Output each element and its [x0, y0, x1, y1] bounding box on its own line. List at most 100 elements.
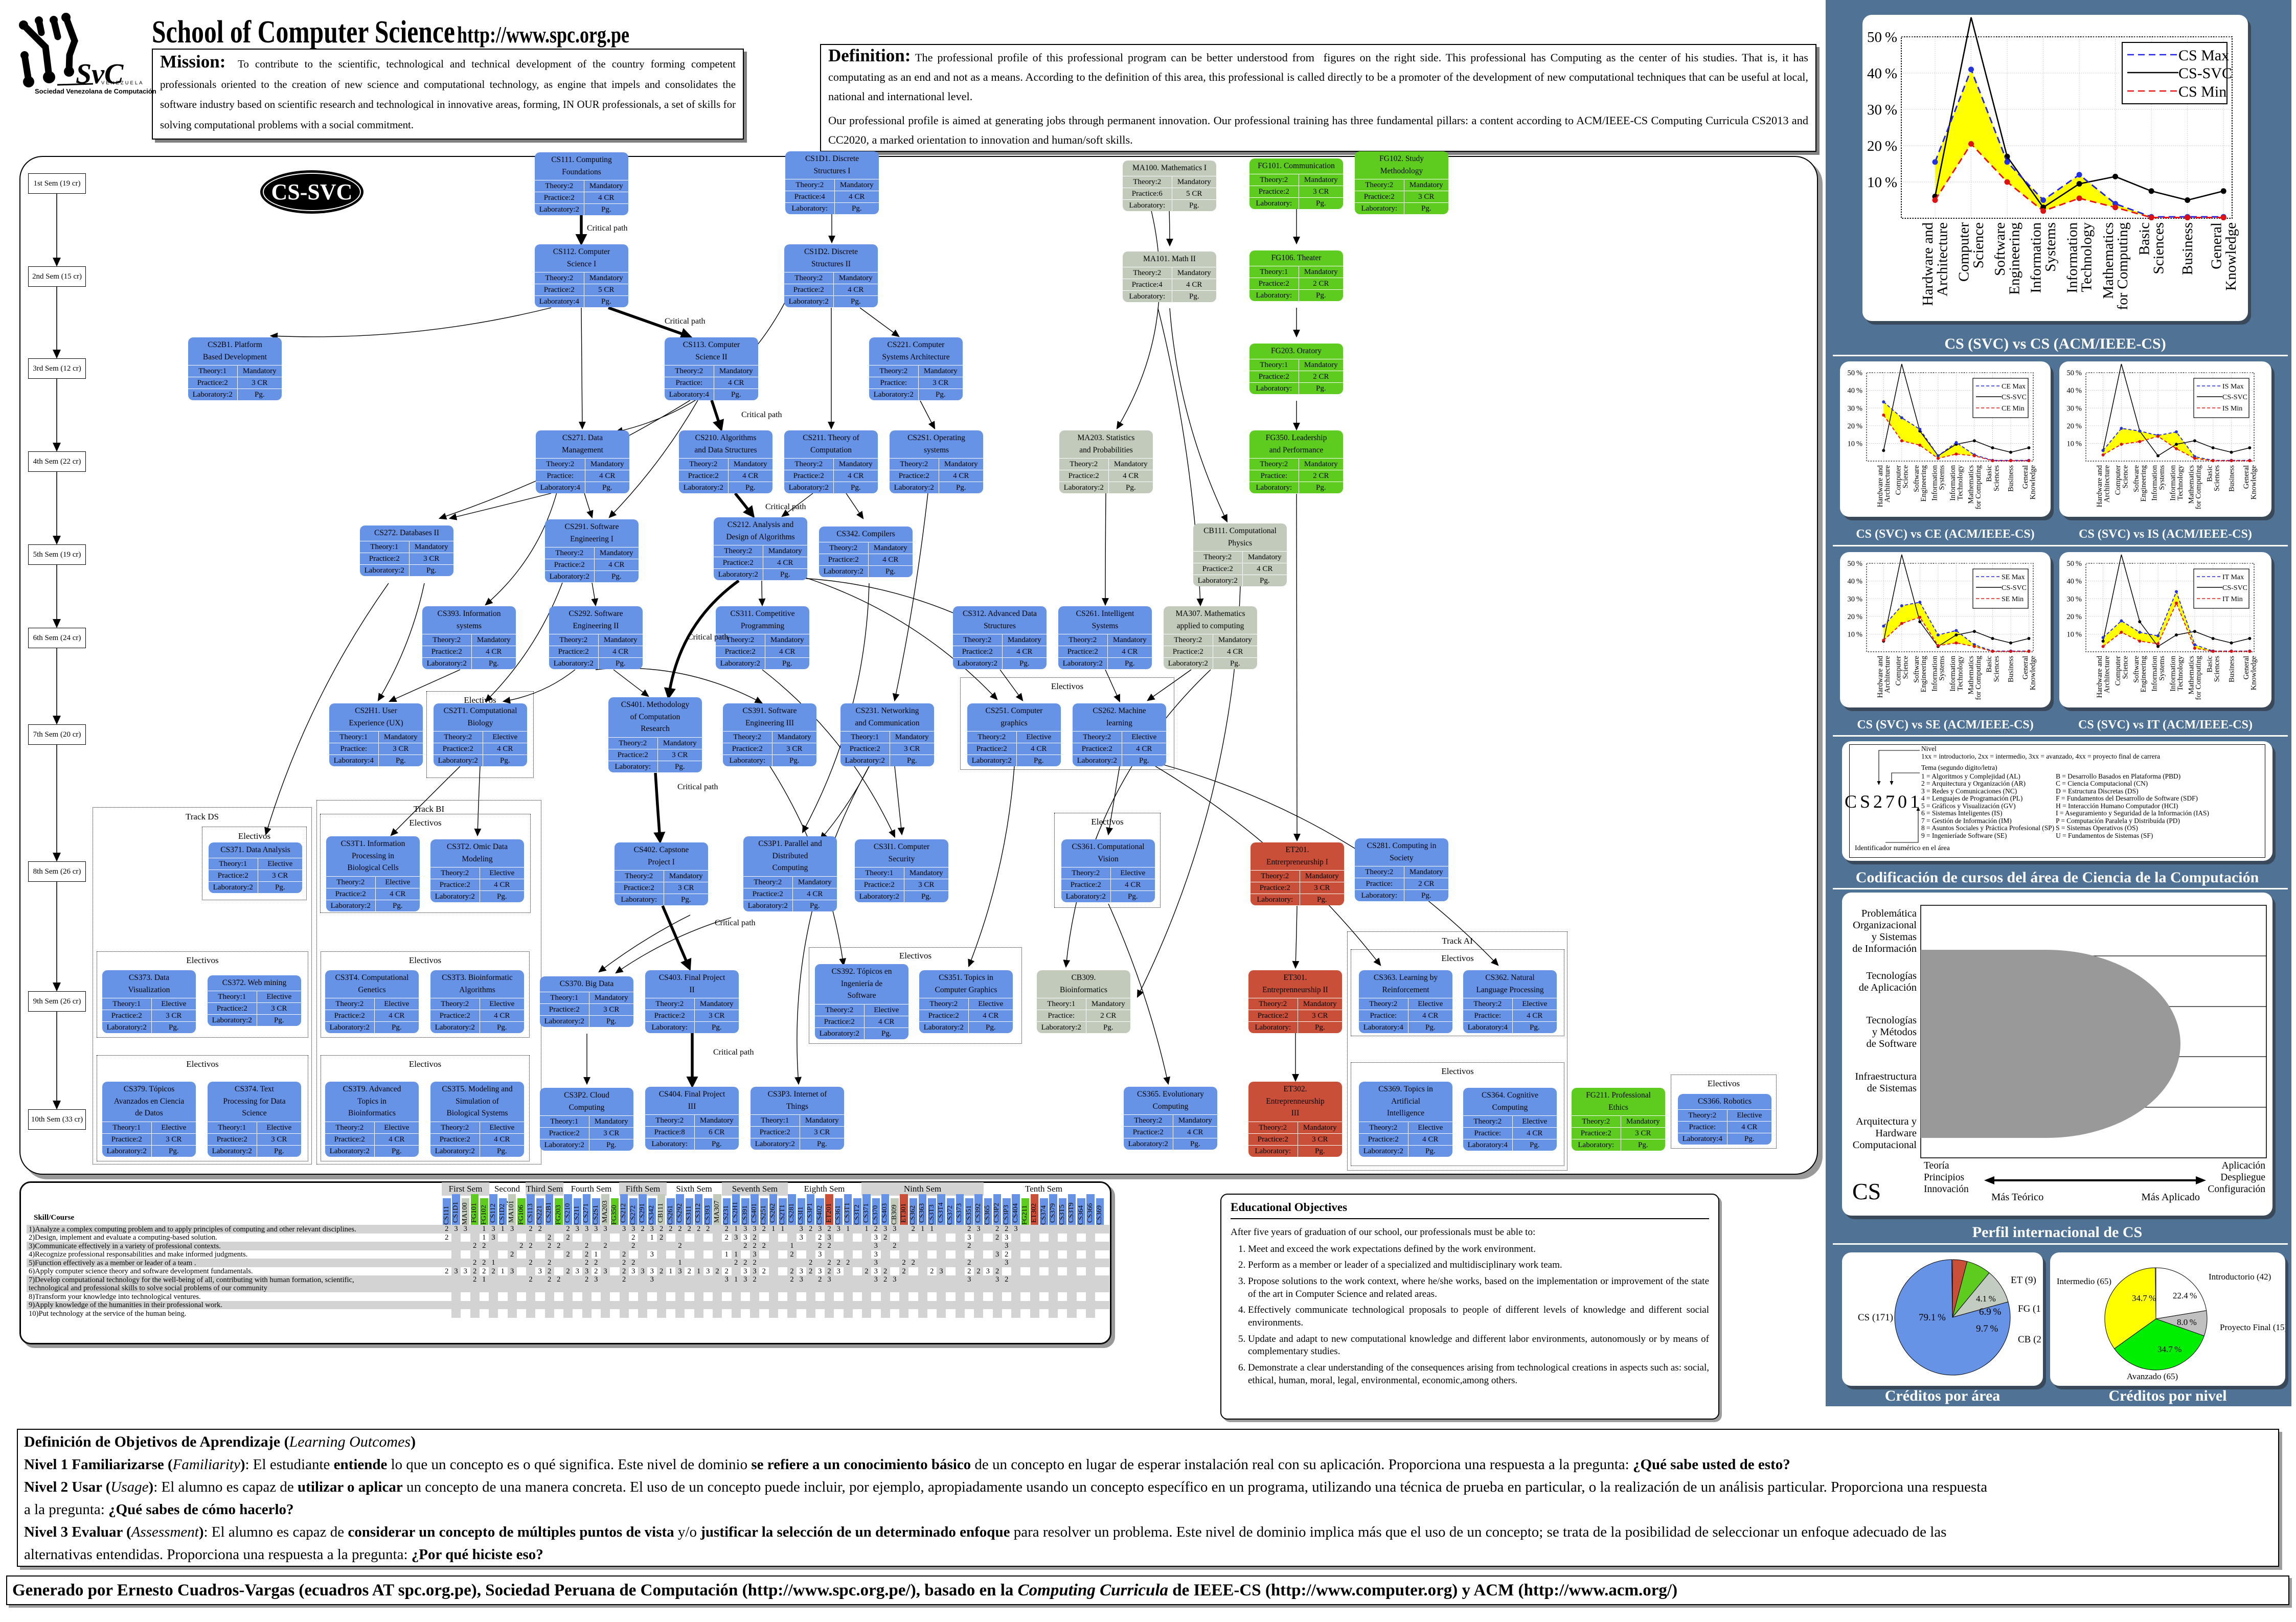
- svg-text:20 %: 20 %: [2067, 613, 2082, 621]
- svg-text:Information: Information: [1930, 465, 1939, 500]
- svg-text:40 %: 40 %: [2067, 387, 2082, 395]
- svg-text:Despliegue: Despliegue: [2220, 1172, 2265, 1183]
- svg-text:Basic: Basic: [2136, 222, 2152, 255]
- svg-text:Information: Information: [2169, 655, 2177, 691]
- svg-text:General: General: [2021, 465, 2030, 489]
- svg-text:Information: Information: [2151, 655, 2159, 691]
- svg-text:IT Max: IT Max: [2222, 574, 2244, 581]
- svg-text:de Software: de Software: [1867, 1038, 1917, 1049]
- svg-text:Business: Business: [2007, 656, 2015, 682]
- svg-text:IS Min: IS Min: [2222, 405, 2242, 413]
- svg-text:Science: Science: [1902, 465, 1910, 488]
- svg-text:Principios: Principios: [1924, 1172, 1964, 1183]
- svg-text:Mathematics: Mathematics: [2187, 656, 2195, 695]
- svg-text:CS Min: CS Min: [2178, 83, 2226, 100]
- svg-text:Architecture: Architecture: [1935, 222, 1951, 296]
- svg-text:20 %: 20 %: [1867, 138, 1897, 154]
- svg-text:Business: Business: [2007, 465, 2015, 492]
- svg-text:CS-SVC: CS-SVC: [2002, 584, 2027, 592]
- svg-text:20 %: 20 %: [1848, 422, 1862, 430]
- svg-text:Technology: Technology: [2079, 222, 2095, 292]
- svg-text:Sciences: Sciences: [2213, 465, 2221, 491]
- svg-text:ET (9): ET (9): [2011, 1275, 2036, 1286]
- svg-text:Knowledge: Knowledge: [2223, 222, 2239, 291]
- svg-text:CB (2: CB (2: [2018, 1334, 2041, 1345]
- svg-text:Computer: Computer: [2114, 656, 2122, 686]
- svg-text:Más Teórico: Más Teórico: [1991, 1192, 2043, 1203]
- svg-text:Hardware and: Hardware and: [2096, 465, 2104, 507]
- svg-text:CS: CS: [1852, 1178, 1881, 1204]
- svg-text:for Computing: for Computing: [2195, 465, 2203, 509]
- svg-text:General: General: [2242, 465, 2250, 489]
- svg-text:Software: Software: [1992, 222, 2008, 276]
- svg-text:Tecnologías: Tecnologías: [1866, 1015, 1917, 1026]
- svg-text:40 %: 40 %: [2067, 578, 2082, 586]
- svg-text:Hardware and: Hardware and: [1920, 222, 1936, 306]
- svg-text:CS-SVC: CS-SVC: [2222, 394, 2247, 401]
- svg-text:34.7 %: 34.7 %: [2132, 1293, 2156, 1303]
- svg-text:10 %: 10 %: [1867, 174, 1897, 191]
- svg-text:Mathematics: Mathematics: [1967, 465, 1975, 504]
- svg-text:Computer: Computer: [1956, 222, 1972, 282]
- svg-text:Technology: Technology: [1956, 655, 1964, 691]
- svg-text:Knowledge: Knowledge: [2249, 656, 2258, 690]
- svg-text:General: General: [2021, 656, 2030, 679]
- svg-text:Basic: Basic: [1985, 655, 1993, 672]
- svg-text:Engineering: Engineering: [1920, 655, 1928, 692]
- svg-text:Systems: Systems: [2158, 656, 2166, 681]
- svg-text:Engineering: Engineering: [2140, 655, 2148, 692]
- svg-text:Science: Science: [2121, 656, 2129, 679]
- svg-text:Arquitectura y: Arquitectura y: [1856, 1116, 1917, 1127]
- svg-text:CS Max: CS Max: [2178, 47, 2229, 64]
- svg-text:Sciences: Sciences: [1992, 656, 2001, 682]
- svg-text:for Computing: for Computing: [2115, 222, 2131, 310]
- svg-text:Systems: Systems: [2042, 222, 2059, 272]
- svg-text:50 %: 50 %: [2067, 369, 2082, 377]
- svg-text:Aplicación: Aplicación: [2221, 1160, 2265, 1171]
- svg-text:Mathematics: Mathematics: [2100, 222, 2117, 299]
- svg-text:Computer: Computer: [1894, 656, 1902, 686]
- svg-text:10 %: 10 %: [2067, 440, 2082, 448]
- svg-text:for Computing: for Computing: [1974, 465, 1983, 509]
- svg-text:General: General: [2242, 656, 2250, 679]
- svg-text:Software: Software: [1913, 465, 1921, 492]
- svg-text:Engineering: Engineering: [2007, 222, 2023, 295]
- svg-text:30 %: 30 %: [2067, 404, 2082, 413]
- svg-text:Engineering: Engineering: [1920, 465, 1928, 501]
- svg-text:Computer: Computer: [1894, 465, 1902, 495]
- svg-text:IT Min: IT Min: [2222, 596, 2243, 603]
- svg-text:SE Min: SE Min: [2002, 596, 2024, 603]
- svg-text:Information: Information: [2169, 465, 2177, 500]
- svg-text:CS-SVC: CS-SVC: [2002, 394, 2027, 401]
- svg-text:Introductorio (42): Introductorio (42): [2209, 1272, 2271, 1282]
- svg-text:de Información: de Información: [1852, 943, 1917, 954]
- svg-text:Software: Software: [2132, 465, 2141, 492]
- svg-text:Information: Information: [1949, 465, 1957, 500]
- svg-text:Problemática: Problemática: [1861, 908, 1917, 919]
- svg-text:Systems: Systems: [2158, 465, 2166, 490]
- svg-text:Infraestructura: Infraestructura: [1855, 1071, 1917, 1082]
- svg-text:y Métodos: y Métodos: [1872, 1026, 1917, 1038]
- svg-text:Information: Information: [2028, 222, 2044, 293]
- svg-text:10 %: 10 %: [1848, 440, 1862, 448]
- svg-text:Architecture: Architecture: [1883, 656, 1892, 693]
- svg-text:Business: Business: [2227, 465, 2236, 492]
- svg-text:Configuración: Configuración: [2208, 1184, 2265, 1195]
- svg-text:Information: Information: [1949, 655, 1957, 691]
- svg-text:Basic: Basic: [2206, 655, 2214, 672]
- svg-text:Software: Software: [1913, 656, 1921, 683]
- svg-text:de Aplicación: de Aplicación: [1859, 982, 1917, 993]
- svg-text:79.1 %: 79.1 %: [1919, 1312, 1946, 1323]
- svg-text:50 %: 50 %: [1848, 560, 1862, 568]
- svg-text:Organizacional: Organizacional: [1853, 920, 1917, 931]
- svg-text:20 %: 20 %: [1848, 613, 1862, 621]
- svg-text:Information: Information: [2064, 222, 2080, 293]
- svg-text:40 %: 40 %: [1867, 65, 1897, 82]
- svg-text:Architecture: Architecture: [1883, 465, 1892, 502]
- svg-text:Knowledge: Knowledge: [2029, 465, 2037, 499]
- svg-text:Knowledge: Knowledge: [2029, 656, 2037, 690]
- svg-text:Business: Business: [2179, 222, 2196, 275]
- svg-text:IS Max: IS Max: [2222, 383, 2244, 391]
- svg-text:Engineering: Engineering: [2140, 465, 2148, 501]
- svg-text:40 %: 40 %: [1848, 387, 1862, 395]
